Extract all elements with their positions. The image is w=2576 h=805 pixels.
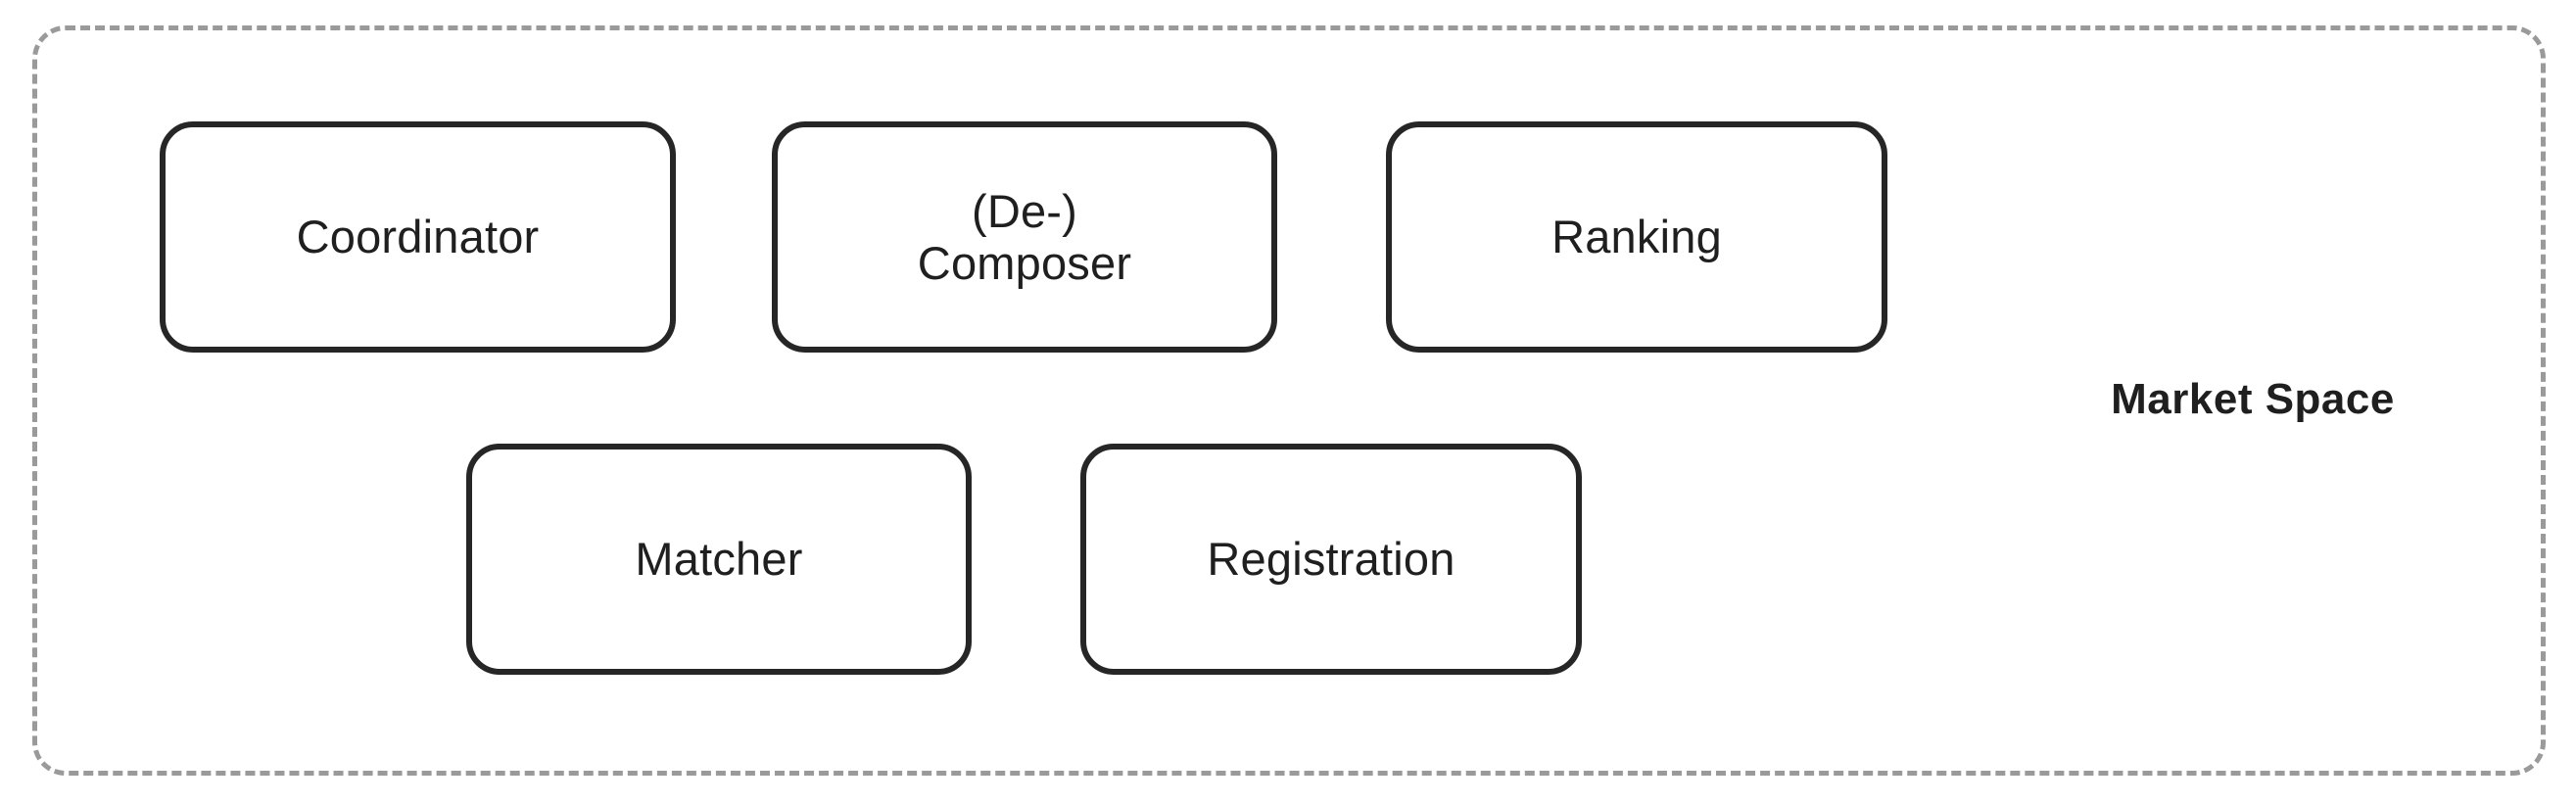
component-box-matcher[interactable]: Matcher bbox=[466, 444, 972, 675]
component-box-decomposer[interactable]: (De-) Composer bbox=[772, 121, 1277, 353]
component-label-registration: Registration bbox=[1207, 533, 1455, 586]
component-label-matcher: Matcher bbox=[635, 533, 803, 586]
component-label-coordinator: Coordinator bbox=[296, 211, 540, 263]
component-box-registration[interactable]: Registration bbox=[1080, 444, 1582, 675]
component-label-decomposer: (De-) Composer bbox=[917, 184, 1132, 289]
component-box-coordinator[interactable]: Coordinator bbox=[160, 121, 676, 353]
component-box-ranking[interactable]: Ranking bbox=[1386, 121, 1887, 353]
component-label-ranking: Ranking bbox=[1551, 211, 1722, 263]
market-space-boundary bbox=[32, 25, 2546, 776]
market-space-title: Market Space bbox=[2111, 375, 2395, 423]
